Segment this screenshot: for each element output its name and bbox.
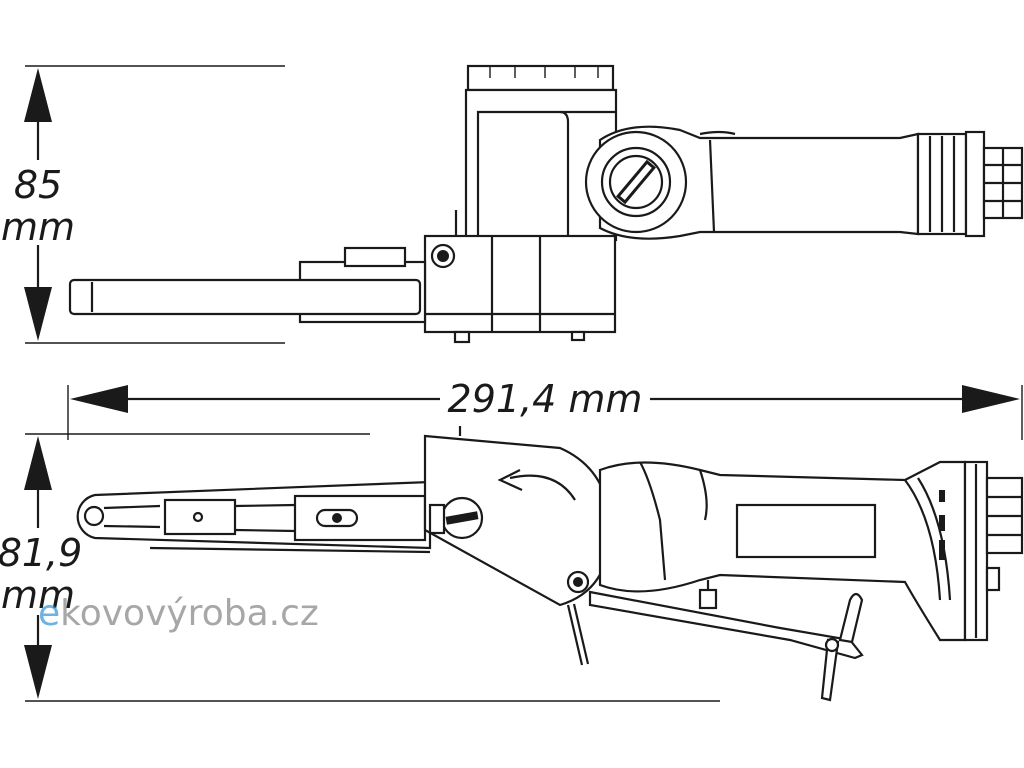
watermark-letter-e: e [38, 593, 60, 634]
rear-label-marks [939, 490, 945, 560]
housing-cap [466, 64, 615, 92]
tensioner-block [163, 498, 237, 536]
rotation-arrow [509, 474, 576, 501]
top-view: 85 mm [1, 64, 1024, 344]
throttle-lever [588, 590, 864, 660]
height-dimension-81-9: 81,9 mm [0, 436, 82, 699]
dim-85-value: 85 [14, 163, 62, 207]
pin [566, 604, 584, 666]
svg-text:ekovovýroba.cz: ekovovýroba.cz [38, 593, 319, 634]
lever-stop [698, 588, 718, 610]
front-head [423, 234, 617, 334]
watermark-text: kovovýroba.cz [60, 593, 319, 634]
dim-85-unit: mm [1, 205, 75, 249]
side-view: 81,9 mm [0, 426, 1024, 702]
grip-label-panel [735, 503, 877, 559]
watermark: ekovovýroba.cz [38, 593, 319, 634]
arm-slider [293, 494, 427, 542]
dim-81-9-value: 81,9 [0, 531, 82, 575]
dim-length-value: 291,4 mm [448, 377, 643, 421]
dim-81-9-unit: mm [1, 573, 75, 617]
height-dimension-85: 85 mm [1, 68, 75, 341]
belt-top [68, 278, 422, 316]
safety-latch [838, 592, 864, 644]
length-dimension: 291,4 mm [67, 377, 1023, 440]
